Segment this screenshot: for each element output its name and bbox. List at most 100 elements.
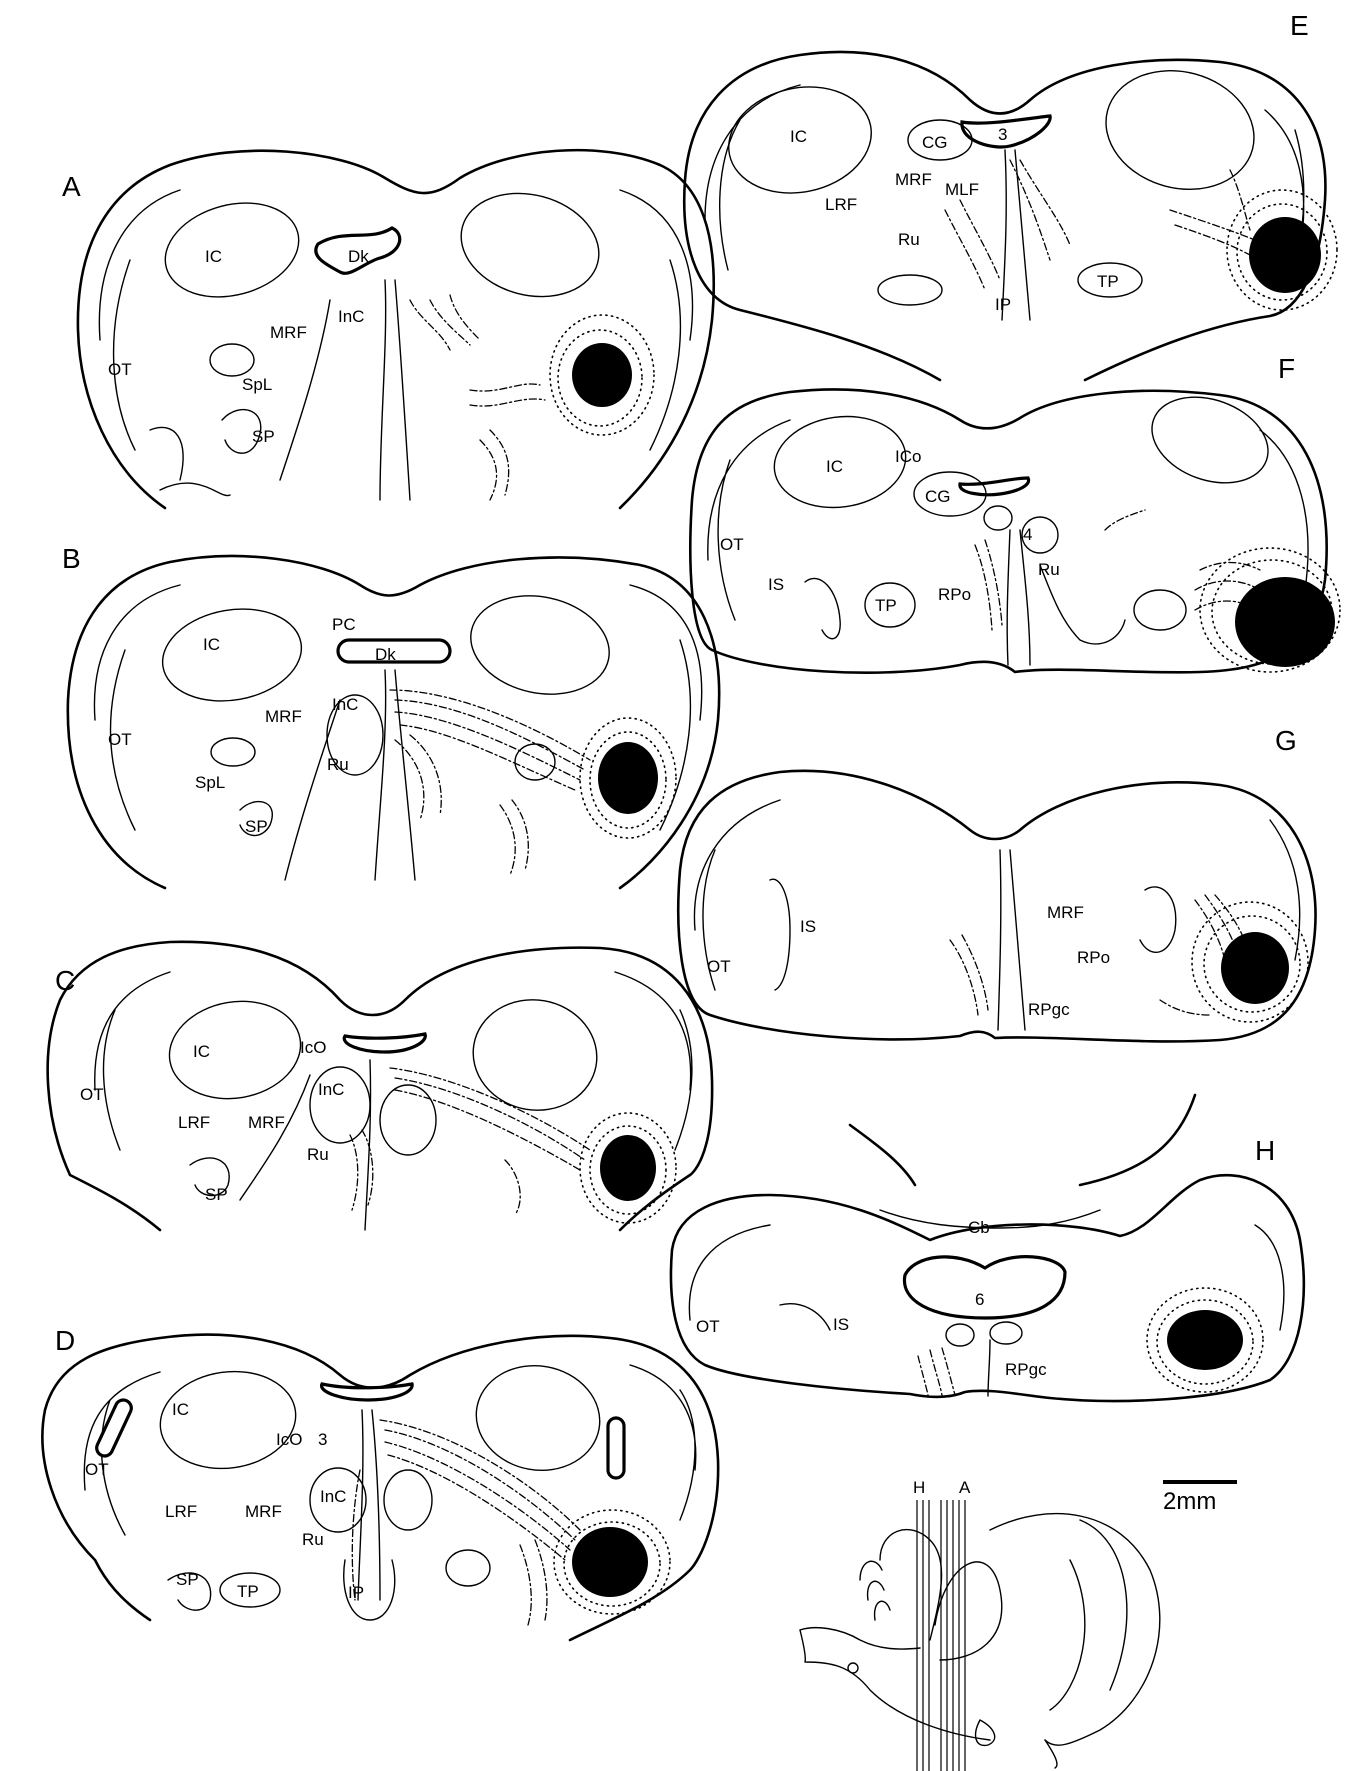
label-3-d: 3 <box>318 1430 327 1449</box>
label-cb-h: Cb <box>968 1218 990 1237</box>
brain-inset: H A <box>800 1478 1160 1771</box>
section-h-cerebellum-left <box>850 1125 915 1185</box>
lesion-b <box>598 742 658 814</box>
label-3-e: 3 <box>998 125 1007 144</box>
label-rpgc-h: RPgc <box>1005 1360 1047 1379</box>
label-sp-b: SP <box>245 817 268 836</box>
label-mlf-e: MLF <box>945 180 979 199</box>
label-ot-d: OT <box>85 1460 109 1479</box>
label-cg-e: CG <box>922 133 948 152</box>
section-letter-a: A <box>62 171 81 202</box>
label-tp-e: TP <box>1097 272 1119 291</box>
label-inc-a: InC <box>338 307 364 326</box>
scale-bar: 2mm <box>1163 1482 1237 1515</box>
label-ip-d: IP <box>348 1583 364 1602</box>
label-is-g: IS <box>800 917 816 936</box>
label-sp-a: SP <box>252 427 275 446</box>
ventricle-d-right <box>608 1418 624 1478</box>
section-b: B IC PC Dk InC MRF OT SpL Ru SP <box>62 543 719 888</box>
section-e: E IC CG 3 MRF MLF LRF Ru IP TP <box>684 10 1337 380</box>
label-is-h: IS <box>833 1315 849 1334</box>
ic-right-e <box>1093 55 1268 206</box>
label-spl-a: SpL <box>242 375 272 394</box>
label-lrf-d: LRF <box>165 1502 197 1521</box>
label-mrf-a: MRF <box>270 323 307 342</box>
label-tp-f: TP <box>875 596 897 615</box>
section-g-outline <box>678 771 1315 1042</box>
lesion-d <box>572 1527 648 1597</box>
lesion-c <box>600 1135 656 1201</box>
label-4-f: 4 <box>1023 525 1032 544</box>
section-h: H Cb 6 OT IS RPgc <box>671 1095 1304 1401</box>
label-ru-d: Ru <box>302 1530 324 1549</box>
section-letter-e: E <box>1290 10 1309 41</box>
section-c: C IC IcO InC OT LRF MRF Ru SP <box>48 942 712 1230</box>
section-letter-g: G <box>1275 725 1297 756</box>
label-ic-b: IC <box>203 635 220 654</box>
ventricle-f <box>960 478 1029 495</box>
label-ico-c: IcO <box>300 1038 326 1057</box>
label-ot-f: OT <box>720 535 744 554</box>
label-inc-b: InC <box>332 695 358 714</box>
inset-label-h: H <box>913 1478 925 1497</box>
ic-right-a <box>449 179 610 312</box>
label-rpo-g: RPo <box>1077 948 1110 967</box>
label-mrf-d: MRF <box>245 1502 282 1521</box>
label-ic-a: IC <box>205 247 222 266</box>
ventricle-c <box>344 1034 425 1052</box>
ventricle-h <box>904 1257 1065 1318</box>
section-e-outline <box>684 52 1325 380</box>
ventricle-d-left <box>94 1397 134 1458</box>
label-ic-f: IC <box>826 457 843 476</box>
section-h-cerebellum-right <box>1080 1095 1195 1185</box>
ic-left-b <box>155 599 309 712</box>
section-letter-d: D <box>55 1325 75 1356</box>
label-mrf-e: MRF <box>895 170 932 189</box>
label-ic-c: IC <box>193 1042 210 1061</box>
label-mrf-c: MRF <box>248 1113 285 1132</box>
label-rpgc-g: RPgc <box>1028 1000 1070 1019</box>
ventricle-d <box>322 1384 413 1400</box>
ic-right-f <box>1140 382 1280 498</box>
label-tp-d: TP <box>237 1582 259 1601</box>
ic-right-b <box>462 583 619 706</box>
section-letter-f: F <box>1278 353 1295 384</box>
label-ico-d: IcO <box>276 1430 302 1449</box>
section-f-outline <box>690 389 1326 672</box>
ic-left-a <box>155 189 310 311</box>
section-letter-h: H <box>1255 1135 1275 1166</box>
label-mrf-g: MRF <box>1047 903 1084 922</box>
label-lrf-e: LRF <box>825 195 857 214</box>
label-ot-a: OT <box>108 360 132 379</box>
scale-bar-label: 2mm <box>1163 1488 1216 1515</box>
section-g: G IS OT MRF RPo RPgc <box>678 725 1315 1041</box>
label-ru-e: Ru <box>898 230 920 249</box>
label-ot-h: OT <box>696 1317 720 1336</box>
label-spl-b: SpL <box>195 773 225 792</box>
label-is-f: IS <box>768 575 784 594</box>
label-sp-d: SP <box>176 1570 199 1589</box>
label-6-h: 6 <box>975 1290 984 1309</box>
label-ru-b: Ru <box>327 755 349 774</box>
lesion-a <box>572 343 632 407</box>
label-ot-b: OT <box>108 730 132 749</box>
label-inc-c: InC <box>318 1080 344 1099</box>
lesion-f <box>1235 577 1335 667</box>
label-rpo-f: RPo <box>938 585 971 604</box>
label-ot-c: OT <box>80 1085 104 1104</box>
label-inc-d: InC <box>320 1487 346 1506</box>
label-ip-e: IP <box>995 295 1011 314</box>
label-dk-b: Dk <box>375 645 396 664</box>
label-dk-a: Dk <box>348 247 369 266</box>
ic-right-c <box>464 990 605 1120</box>
section-f: F IC ICo CG 4 OT IS TP RPo Ru <box>690 353 1340 673</box>
label-cg-f: CG <box>925 487 951 506</box>
label-ru-c: Ru <box>307 1145 329 1164</box>
label-ic-e: IC <box>790 127 807 146</box>
label-mrf-b: MRF <box>265 707 302 726</box>
ic-left-c <box>162 991 309 1108</box>
label-pc-b: PC <box>332 615 356 634</box>
label-ic-d: IC <box>172 1400 189 1419</box>
lesion-e <box>1249 217 1321 293</box>
